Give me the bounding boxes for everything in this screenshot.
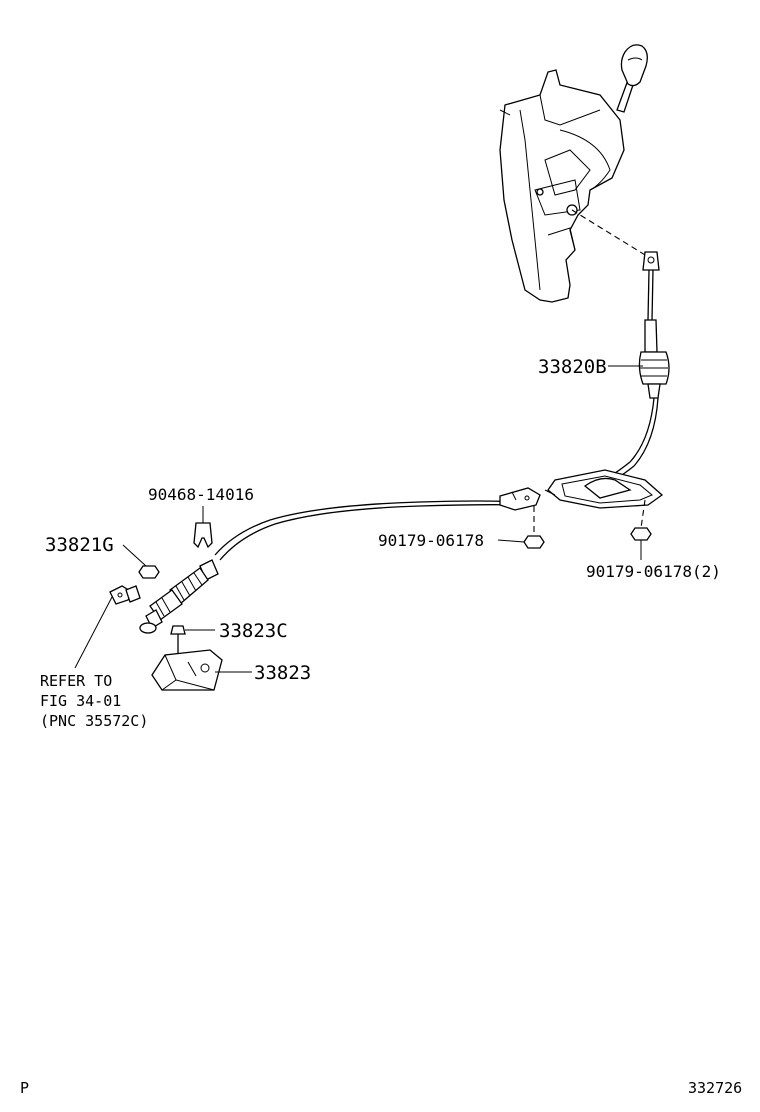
footer-figure-number: 332726 <box>688 1079 742 1097</box>
dashed-line-right-nut <box>640 499 646 529</box>
label-refer-line-3: (PNC 35572C) <box>40 712 148 730</box>
part-labels: 33820B 90468-14016 33821G 90179-06178 90… <box>40 356 721 730</box>
cable-grommet-plate <box>544 469 664 509</box>
nut-center <box>523 535 545 549</box>
clip-90468 <box>193 522 213 549</box>
label-refer-line-2: FIG 34-01 <box>40 692 121 710</box>
label-refer-line-1: REFER TO <box>40 672 112 690</box>
bracket-reference <box>109 585 141 605</box>
connection-dashed-line <box>571 209 651 259</box>
label-33823: 33823 <box>254 662 311 684</box>
cable-end-lower <box>139 559 219 634</box>
label-90468-14016: 90468-14016 <box>148 485 254 504</box>
label-90179-06178-right: 90179-06178(2) <box>586 562 721 581</box>
footer-left-mark: P <box>20 1079 29 1097</box>
cable-bracket-center <box>499 487 541 511</box>
nut-right <box>630 527 652 541</box>
label-33821g: 33821G <box>45 534 114 556</box>
cable-end-upper <box>638 251 670 399</box>
nut-33821g <box>138 565 160 579</box>
label-33820b: 33820B <box>538 356 607 378</box>
shift-lever-assembly <box>499 44 648 303</box>
bracket-33823 <box>151 649 223 691</box>
label-90179-06178-center: 90179-06178 <box>378 531 484 550</box>
label-33823c: 33823C <box>219 620 288 642</box>
leader-lines <box>74 365 643 673</box>
